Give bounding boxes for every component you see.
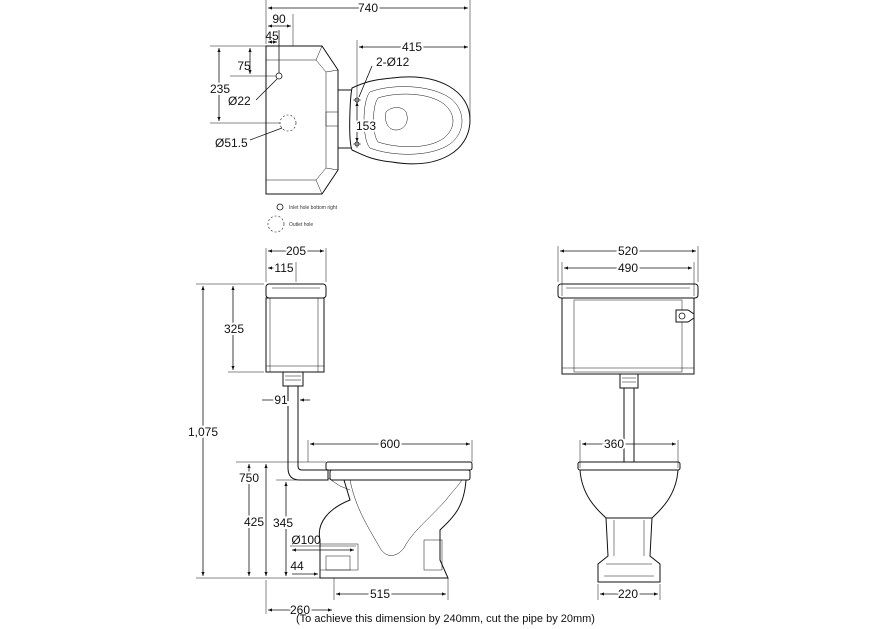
dim-cistern-depth: 205: [286, 244, 306, 258]
dim-pan-width: 360: [604, 437, 624, 451]
legend-inlet-symbol: [276, 203, 284, 211]
front-pan-bowl: [579, 469, 679, 519]
front-cistern-lid: [557, 283, 699, 299]
side-cistern-lid: [265, 283, 327, 299]
plan-pan: [349, 76, 471, 165]
dim-outlet-height: 345: [273, 516, 293, 530]
dim-outlet-diameter-side: Ø100: [291, 533, 321, 547]
front-cistern: [561, 297, 695, 375]
dim-fixing-spacing: 153: [356, 119, 376, 133]
dim-inlet-offset-x: 90: [272, 12, 286, 26]
cut-pipe-note: (To achieve this dimension by 240mm, cut…: [296, 613, 595, 625]
side-pan: [318, 479, 467, 579]
front-view: 520 490 360 220: [557, 242, 699, 603]
dim-cistern-width: 520: [618, 244, 638, 258]
front-seat: [577, 461, 681, 471]
side-seat: [325, 461, 473, 471]
dim-cistern-width-inner: 490: [618, 261, 638, 275]
dim-pedestal-width: 220: [618, 587, 638, 601]
dim-rim-height: 425: [244, 515, 264, 529]
plan-cistern: [265, 45, 339, 195]
dim-outlet-offset-y: 235: [210, 82, 230, 96]
dim-cistern-base-height: 750: [239, 471, 259, 485]
legend-inlet-label: Inlet hole bottom right: [289, 205, 338, 211]
dim-outlet-diameter: Ø51.5: [215, 136, 248, 150]
front-pedestal: [597, 517, 661, 583]
dim-total-height: 1,075: [188, 425, 218, 439]
dim-overall-width: 740: [358, 1, 378, 15]
dim-inlet-offset-x2: 45: [265, 29, 279, 43]
dim-inlet-offset-y: 75: [237, 59, 251, 73]
dim-pipe-offset: 91: [274, 393, 288, 407]
legend-outlet-symbol: [267, 215, 285, 233]
dim-wall-to-outlet: 260: [290, 603, 310, 617]
dim-pan-depth: 600: [380, 437, 400, 451]
dim-floor-to-outlet: 515: [370, 587, 390, 601]
dim-cistern-height: 325: [224, 322, 244, 336]
dim-inlet-diameter: Ø22: [228, 94, 251, 108]
plan-view: 740 90 45 75 235 Ø22 Ø51.5 415 2-Ø12 15: [208, 0, 471, 233]
legend-outlet-label: Outlet hole: [289, 222, 313, 228]
dim-bowl-depth: 415: [402, 40, 422, 54]
dim-fixing-holes: 2-Ø12: [376, 55, 410, 69]
front-flush-pipe: [623, 387, 635, 463]
dim-cistern-depth-inner: 115: [274, 261, 293, 275]
dim-outlet-centre: 44: [290, 559, 304, 573]
side-cistern: [265, 297, 325, 373]
side-view: 205 115 325 91 1,075 750 425 345 600: [186, 242, 473, 619]
